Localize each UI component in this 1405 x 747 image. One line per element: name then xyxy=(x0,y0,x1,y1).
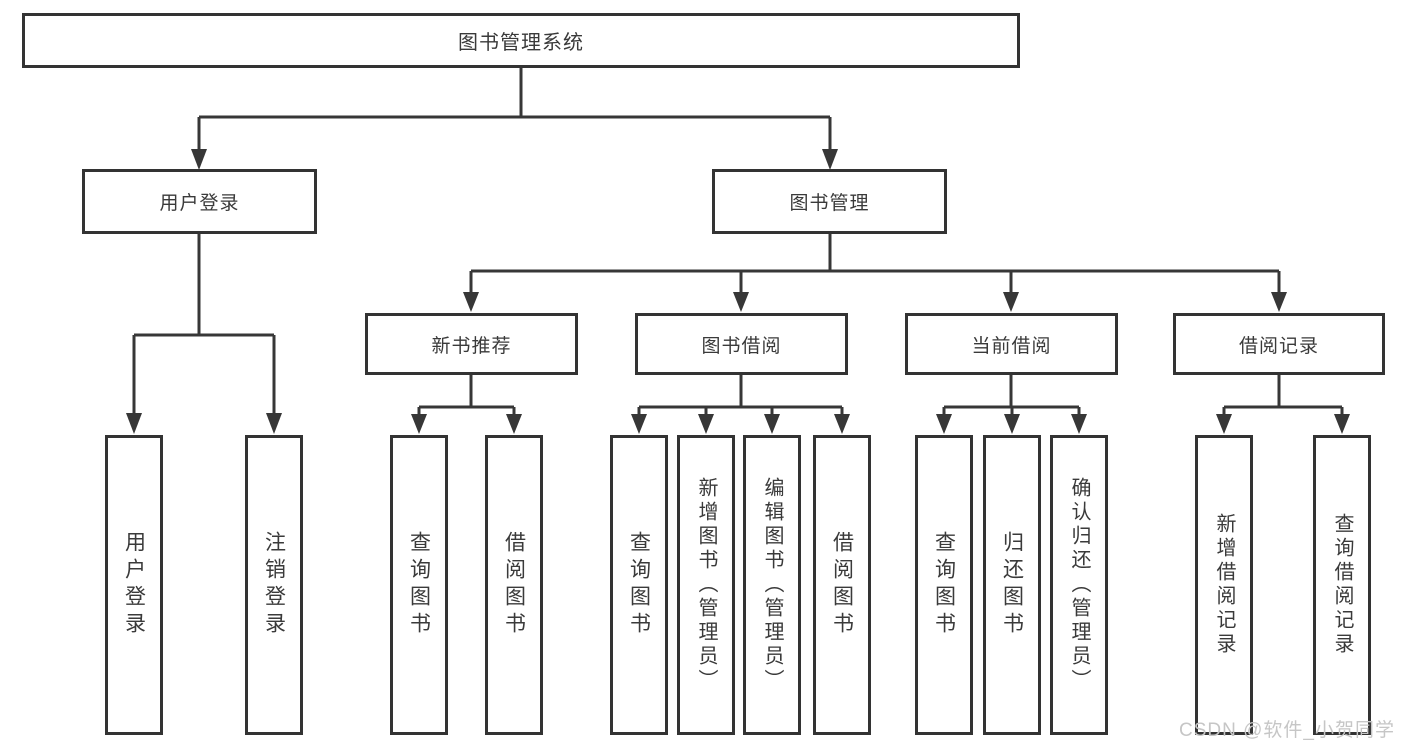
node-label: 查询图书 xyxy=(407,531,431,639)
csdn-watermark: CSDN @软件_小贺同学 xyxy=(1179,720,1395,741)
node-label: 当前借阅 xyxy=(971,335,1052,357)
node-label: 新增图书（管理员） xyxy=(695,477,717,693)
leaf-logout: 注销登录 xyxy=(245,435,303,735)
node-label: 图书管理 xyxy=(789,193,870,214)
node-label: 归还图书 xyxy=(1000,531,1024,639)
leaf-add-borrow-record: 新增借阅记录 xyxy=(1195,435,1253,735)
leaf-query-borrow-record: 查询借阅记录 xyxy=(1313,435,1371,735)
node-label: 图书管理系统 xyxy=(458,32,584,54)
leaf-user-login: 用户登录 xyxy=(105,435,163,735)
leaf-query-books: 查询图书 xyxy=(915,435,973,735)
leaf-return-books: 归还图书 xyxy=(983,435,1041,735)
node-root-system: 图书管理系统 xyxy=(22,13,1020,68)
arrowheads xyxy=(126,149,1350,434)
node-borrow-records: 借阅记录 xyxy=(1173,313,1385,375)
node-user-login: 用户登录 xyxy=(82,169,317,234)
leaf-query-books: 查询图书 xyxy=(390,435,448,735)
node-label: 借阅图书 xyxy=(502,531,526,639)
node-label: 查询图书 xyxy=(627,531,651,639)
node-new-book-recommend: 新书推荐 xyxy=(365,313,578,375)
node-label: 借阅记录 xyxy=(1238,335,1319,357)
leaf-borrow-books: 借阅图书 xyxy=(813,435,871,735)
node-label: 查询图书 xyxy=(932,531,956,639)
node-label: 注销登录 xyxy=(262,531,286,639)
node-label: 借阅图书 xyxy=(830,531,854,639)
node-current-borrow: 当前借阅 xyxy=(905,313,1118,375)
node-label: 新书推荐 xyxy=(431,335,512,357)
node-label: 用户登录 xyxy=(122,531,146,639)
node-book-borrow: 图书借阅 xyxy=(635,313,848,375)
node-label: 确认归还（管理员） xyxy=(1068,477,1090,693)
node-label: 编辑图书（管理员） xyxy=(761,477,783,693)
node-label: 图书借阅 xyxy=(701,335,782,357)
leaf-borrow-books: 借阅图书 xyxy=(485,435,543,735)
node-label: 用户登录 xyxy=(159,193,240,214)
node-book-management: 图书管理 xyxy=(712,169,947,234)
leaf-add-books-admin: 新增图书（管理员） xyxy=(677,435,735,735)
leaf-edit-books-admin: 编辑图书（管理员） xyxy=(743,435,801,735)
node-label: 新增借阅记录 xyxy=(1213,513,1235,657)
leaf-confirm-return-admin: 确认归还（管理员） xyxy=(1050,435,1108,735)
leaf-query-books: 查询图书 xyxy=(610,435,668,735)
node-label: 查询借阅记录 xyxy=(1331,513,1353,657)
